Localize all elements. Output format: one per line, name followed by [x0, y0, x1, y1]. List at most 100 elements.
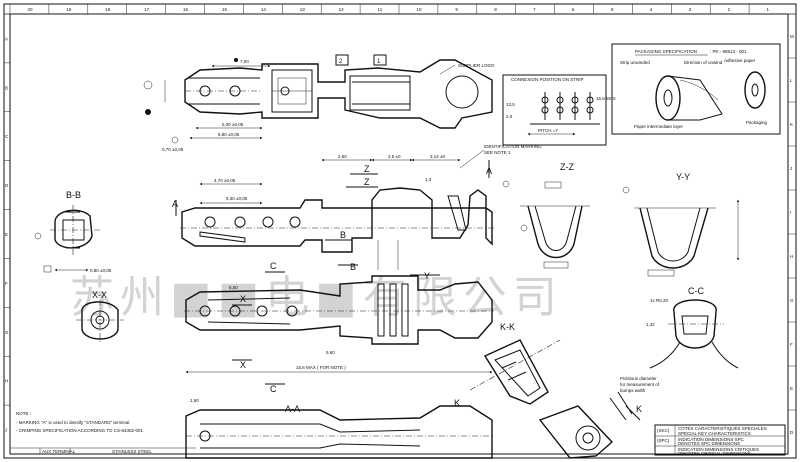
legend-row3b: DENOTES CRITICAL DIMENSIONS	[678, 451, 751, 456]
section-mark-y: Y	[424, 271, 430, 281]
legend-row2b: DENOTES SPC DIMENSIONS	[678, 441, 740, 446]
dim-2-50: 2,50	[338, 154, 347, 159]
top-tick-label: 15	[222, 7, 228, 12]
top-tick-label: 14	[261, 7, 267, 12]
packaging-title: PACKAGING SPECIFICATION	[635, 49, 697, 54]
section-mark-z: Z	[364, 164, 370, 174]
notes-block: NOTE : - MARKING "A" is used to identify…	[10, 411, 196, 454]
strip-unwinded-label: Strip unwinded	[620, 60, 650, 65]
right-tick-label: I	[790, 210, 791, 215]
label-section-xx: X-X	[92, 290, 107, 300]
identification-note: SEE NOTE 1	[484, 150, 511, 155]
footer-cell-1: AUX TERMINAL	[42, 449, 76, 454]
pictitious-line2: for measurement of	[620, 382, 660, 387]
pictitious-line3: bumps width	[620, 388, 646, 393]
top-tick-label: 16	[183, 7, 189, 12]
section-b-b-view: B-B 0,80 ±0,05	[34, 190, 112, 273]
top-tick-label: 9	[455, 7, 458, 12]
dim-7-00: 7,00	[240, 59, 249, 64]
label-section-kk: K-K	[500, 322, 515, 332]
left-tick-label: F	[5, 281, 8, 286]
connexion-title: CONNEXION POSITION ON STRIP	[511, 77, 584, 82]
top-tick-label: 8	[494, 7, 497, 12]
left-tick-label: H	[5, 379, 8, 384]
characteristics-legend: (SKC) (SPC) COTES CARACTERISTIQUES SPECI…	[654, 424, 786, 456]
legend-code-spc: (SPC)	[657, 438, 670, 443]
label-section-yy: Y-Y	[676, 172, 690, 182]
dim-5-80: 5,80 ±0,05	[218, 132, 240, 137]
strip-terminals	[530, 92, 600, 125]
right-tick-label: J	[790, 166, 792, 171]
top-tick-label: 11	[378, 7, 383, 12]
strip-dim-2-0: 2,0	[506, 114, 513, 119]
pictitious-line1: Pictitious diameter	[620, 376, 657, 381]
top-tick-label: 1	[767, 7, 770, 12]
section-a-a-view: A-A 1,50	[185, 398, 493, 459]
right-tick-label: L	[790, 78, 793, 83]
section-mark-b: B	[350, 262, 356, 272]
section-z-z-view: Z-Z	[502, 162, 590, 269]
terminal-side-view: 2,50 2,5 ±0 3,14 ±0 1,3 4,70 ±0,05 9,30 …	[172, 144, 542, 281]
label-section-zz: Z-Z	[560, 162, 574, 172]
top-tick-label: 20	[27, 7, 33, 12]
note-line-2: - CRIMPING SPECIFICATION ACCORDING TO CS…	[16, 428, 144, 433]
dim-1-32: 1,32	[646, 322, 655, 327]
top-tick-label: 3	[689, 7, 692, 12]
section-mark-b-top: B	[340, 230, 346, 240]
supplier-logo-label: SUPPLIER LOGO	[458, 63, 495, 68]
dim-4-70: 4,70 ±0,05	[214, 178, 236, 183]
top-tick-label: 10	[416, 7, 422, 12]
right-tick-label: D	[790, 430, 794, 435]
label-section-bb: B-B	[66, 190, 81, 200]
legend-row3: INDICATION DIMENSIONS CRITIQUES	[678, 447, 759, 452]
right-tick-label: M	[790, 34, 794, 39]
right-tick-label: G	[790, 298, 794, 303]
top-tick-label: 7	[533, 7, 536, 12]
section-y-y-view: Y-Y	[622, 172, 740, 277]
dim-5-60: 5,60	[326, 350, 335, 355]
top-tick-label: 12	[339, 7, 345, 12]
section-mark-c-bottom: C	[270, 384, 277, 394]
notes-title: NOTE :	[16, 411, 31, 416]
paper-layer-label: Paper intermediate layer	[634, 124, 684, 129]
left-tick-label: A	[5, 36, 8, 41]
dim-2-5: 2,5 ±0	[388, 154, 401, 159]
top-tick-label: 19	[66, 7, 72, 12]
terminal-plan-view: C C X X 5,50 5,60 15,6 MAX ( FOR NOTE )	[184, 261, 494, 394]
balloon-1: 1	[377, 59, 381, 65]
identification-marking: IDENTIFICATION MARKING	[484, 144, 542, 149]
section-mark-k-left: K	[454, 398, 460, 408]
right-tick-label: H	[790, 254, 793, 259]
legend-row1b: SPECIAL KEY CHARACTERISTICS	[678, 431, 751, 436]
section-mark-z-2: Z	[364, 177, 370, 187]
left-tick-label: D	[5, 183, 9, 188]
dim-5-30: 5,30 ±0,05	[222, 122, 244, 127]
balloon-2: 2	[339, 59, 343, 65]
dim-1-3: 1,3	[425, 177, 432, 182]
left-tick-label: B	[5, 85, 8, 90]
section-c-c-view: C-C 1x R0,20 1,32 Pictitious diameter fo…	[620, 286, 739, 393]
strip-pitch: PITCH =7	[538, 128, 558, 133]
top-tick-label: 18	[105, 7, 111, 12]
connexion-position-box: CONNEXION POSITION ON STRIP PITCH =7 13,…	[502, 74, 616, 146]
packaging-specification-box: PACKAGING SPECIFICATION : PK - 98913 - 0…	[611, 43, 781, 135]
right-tick-label: F	[790, 342, 793, 347]
top-tick-label: 4	[650, 7, 653, 12]
right-tick-label: K	[790, 122, 793, 127]
direction-unwind-label: Direction of unwind	[684, 60, 723, 65]
section-mark-x: X	[240, 360, 246, 370]
dim-r0-20: 1x R0,20	[650, 298, 669, 303]
section-mark-c-top: C	[270, 261, 277, 271]
terminal-top-view: 2 1 SUPPLIER LOGO 7,00 5,80 ±0,05 5,30 ±…	[143, 54, 495, 152]
top-tick-label: 2	[728, 7, 731, 12]
legend-row1: COTES CARACTERISTIQUES SPECIALES	[678, 426, 767, 431]
legend-row2: INDICATION DIMENSIONS SPC	[678, 437, 745, 442]
drawing-frame	[3, 3, 797, 459]
dim-9-30: 9,30 ±0,05	[226, 196, 248, 201]
top-tick-label: 6	[572, 7, 575, 12]
dim-5-50: 5,50	[229, 285, 238, 290]
view-k-detail: K K	[454, 391, 642, 459]
